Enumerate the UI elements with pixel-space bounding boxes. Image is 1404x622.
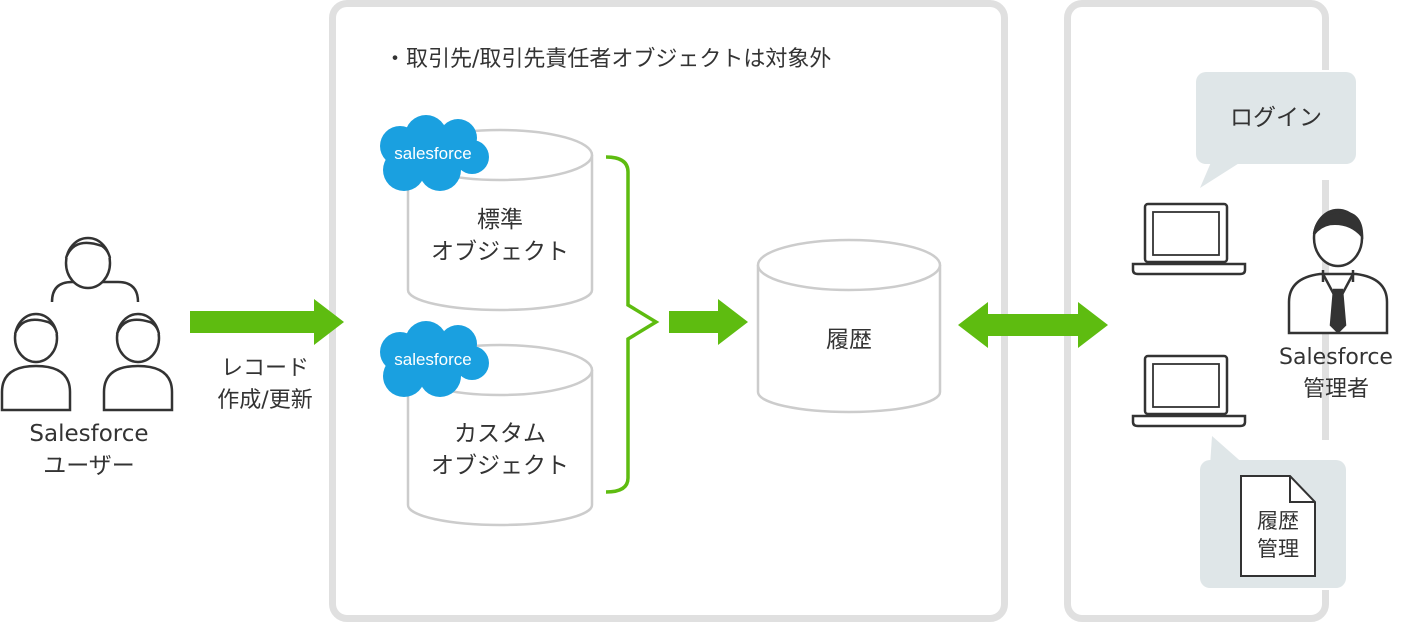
admin-label-line2: 管理者 [1302,377,1369,402]
admin-user-icon [1287,208,1389,335]
history-management-line2: 管理 [1257,537,1299,561]
admin-label-line1: Salesforce [1279,345,1393,370]
svg-text:salesforce: salesforce [394,144,471,163]
svg-text:salesforce: salesforce [394,350,471,369]
salesforce-logo-icon: salesforce [380,321,489,397]
standard-object-line2: オブジェクト [431,239,569,265]
merge-bracket [605,155,660,494]
custom-object-line1: カスタム [454,421,546,447]
standard-object-line1: 標準 [477,207,523,233]
login-speech-bubble [1196,72,1356,188]
admin-label: Salesforce 管理者 [1268,342,1404,406]
to-history-arrow [669,299,748,345]
standard-object-label: 標準 オブジェクト [408,204,592,268]
history-database [756,238,942,414]
access-double-arrow [958,302,1108,348]
action-label-line1: レコード [220,356,309,381]
action-label-line2: 作成/更新 [217,388,313,413]
document-icon [1240,475,1316,577]
custom-object-line2: オブジェクト [431,453,569,479]
action-label: レコード 作成/更新 [190,353,340,417]
laptop-icon [1131,354,1247,428]
salesforce-logo-icon: salesforce [380,115,489,191]
laptop-icon [1131,202,1247,276]
create-update-arrow [190,299,344,345]
scope-note: ・取引先/取引先責任者オブジェクトは対象外 [384,47,832,72]
history-management-label: 履歴 管理 [1241,507,1315,563]
users-label-line2: ユーザー [43,453,135,479]
users-label: Salesforce ユーザー [14,418,164,482]
login-label: ログイン [1230,105,1322,131]
user-group-icon [0,236,174,412]
history-label: 履歴 [826,327,872,353]
users-label-line1: Salesforce [29,421,149,447]
custom-object-label: カスタム オブジェクト [408,418,592,482]
history-management-line1: 履歴 [1257,509,1299,533]
